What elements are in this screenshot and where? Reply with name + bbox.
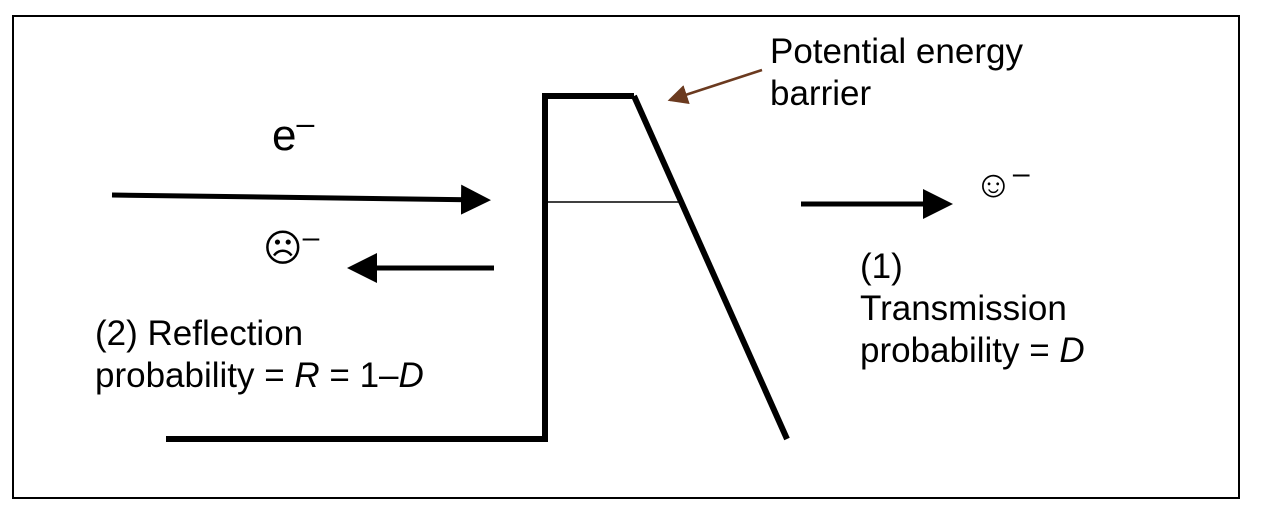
barrier-label: Potential energy barrier — [770, 31, 1023, 115]
reflection-line2: probability = R = 1–D — [95, 356, 424, 395]
transmitted-electron-label: ☺– — [974, 157, 1030, 209]
incident-electron-label: e– — [272, 105, 314, 164]
diagram-frame — [12, 15, 1240, 499]
electron-symbol: e — [272, 111, 297, 160]
transmission-label: (1) Transmission probability = D — [860, 246, 1085, 372]
incident-arrow — [111, 184, 491, 215]
barrier-callout-arrow — [667, 68, 763, 105]
reflection-line1: (2) Reflection — [95, 314, 304, 353]
frowning-face-icon: ☹ — [263, 228, 303, 270]
reflected-charge: – — [302, 221, 320, 254]
transmission-symbol: D — [1059, 331, 1085, 370]
transmission-line2: Transmission — [860, 289, 1067, 328]
barrier-slope — [631, 94, 790, 441]
transmitted-charge: – — [1012, 157, 1030, 190]
reflection-symbol-d: D — [398, 356, 424, 395]
transmission-line1: (1) — [860, 247, 903, 286]
transmission-line3: probability = D — [860, 331, 1085, 370]
barrier-label-line1: Potential energy — [770, 32, 1023, 71]
reflected-electron-label: ☹– — [263, 221, 319, 273]
reflection-symbol-r: R — [294, 356, 320, 395]
electron-charge: – — [296, 105, 315, 141]
smiley-face-icon: ☺ — [974, 164, 1013, 206]
reflection-label: (2) Reflection probability = R = 1–D — [95, 313, 424, 397]
barrier-label-line2: barrier — [770, 74, 872, 113]
